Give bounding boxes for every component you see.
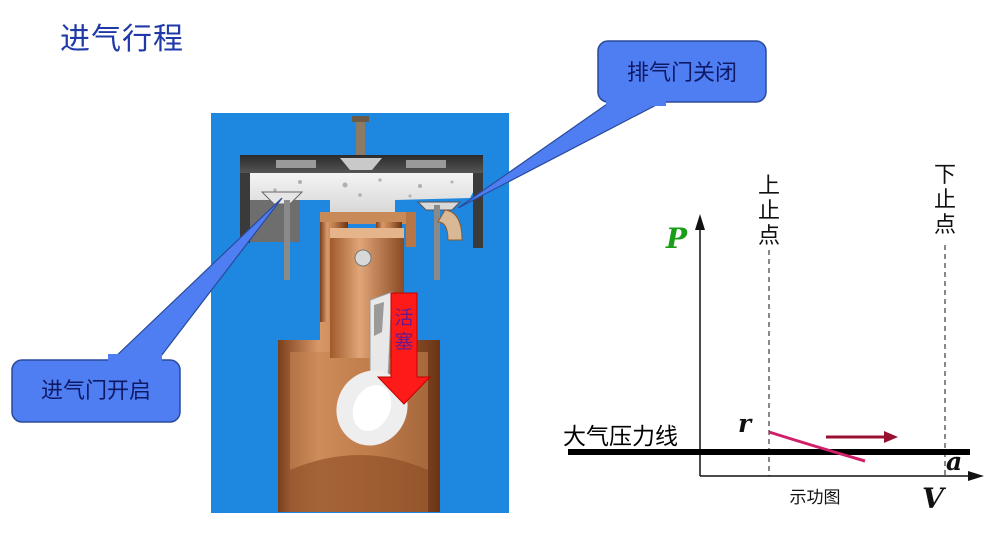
- diagram-caption: 示功图: [790, 488, 841, 508]
- tdc-label: 上止点: [758, 174, 780, 249]
- callout-intake-label: 进气门开启: [41, 379, 151, 404]
- intake-valve: [284, 200, 290, 280]
- callout-intake-valve: 进气门开启: [11, 197, 283, 423]
- v-axis-label: V: [922, 482, 947, 515]
- atmospheric-pressure-label: 大气压力线: [563, 424, 678, 450]
- callout-exhaust-label: 排气门关闭: [627, 61, 737, 86]
- bdc-label: 下止点: [934, 163, 956, 238]
- pv-diagram: P V 上止点 下止点 大气压力线 r a 示功图: [563, 163, 984, 515]
- piston-arrow-label: 活塞: [394, 307, 413, 353]
- exhaust-valve: [434, 205, 440, 280]
- piston-down-arrow: [376, 292, 432, 405]
- p-axis-label: P: [665, 222, 688, 255]
- point-r-label: r: [738, 409, 753, 438]
- intake-curve: [768, 430, 866, 463]
- point-a-label: a: [946, 447, 962, 476]
- slide-title: 进气行程: [60, 22, 184, 57]
- callout-exhaust-valve: 排气门关闭: [457, 40, 767, 209]
- engine-cutaway: 活塞: [211, 113, 509, 513]
